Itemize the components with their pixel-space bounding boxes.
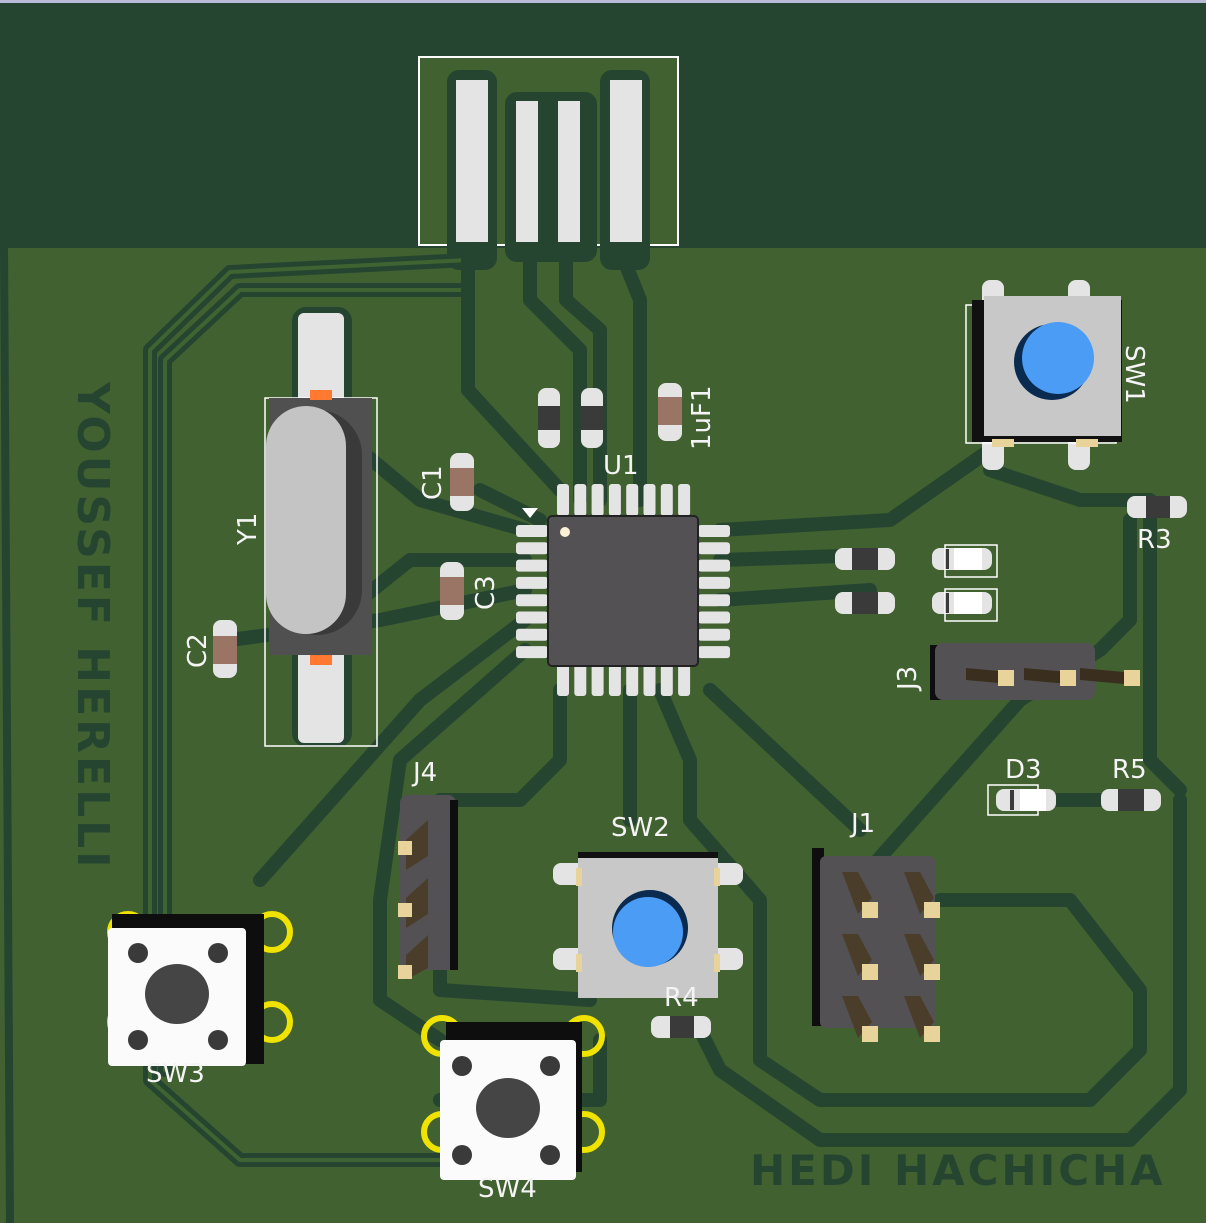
ic-pin [626,664,639,696]
ic-pin [698,559,730,572]
ic-pin [574,484,587,516]
sw4-cap[interactable] [476,1078,540,1138]
label-1uf1: 1uF1 [687,385,717,450]
led-b[interactable] [932,588,998,622]
sw1-cap[interactable] [1022,322,1094,394]
ic-pin [660,484,673,516]
label-j1: J1 [849,809,875,839]
button-sw1[interactable] [965,280,1122,470]
capacitor-c1[interactable] [450,453,474,511]
ic-pin [698,628,730,641]
ic-pin [516,525,548,537]
usb-pad [456,80,488,242]
header-pin [862,964,878,980]
led-a[interactable] [932,544,998,578]
label-c1: C1 [418,465,448,500]
ic-pin [626,484,639,516]
crystal-y1[interactable] [264,307,378,747]
header-j4[interactable] [398,795,458,980]
ic-pin [608,484,621,516]
button-sw3[interactable] [107,911,293,1066]
header-j1[interactable] [812,848,940,1042]
ic-pin [608,664,621,696]
microcontroller-u1[interactable] [516,484,730,696]
ic-pin [516,576,548,589]
label-y1: Y1 [233,513,263,546]
ic-pin [660,664,673,696]
resistor-r4[interactable] [651,1016,711,1038]
label-c3: C3 [471,575,501,610]
ic-pin [678,664,691,696]
resistor-led-a[interactable] [835,548,895,570]
ic-pin [557,664,569,696]
ic-pin [698,611,730,624]
label-sw3: SW3 [146,1059,205,1089]
capacitor-c3[interactable] [440,562,464,620]
ic-pin [516,559,548,572]
button-sw2[interactable] [553,852,743,998]
capacitor-c2[interactable] [213,620,237,678]
ic-pin [698,646,730,659]
button-sw4[interactable] [421,1015,605,1180]
ic-pin [516,611,548,624]
header-j3[interactable] [930,643,1140,700]
resistor-r5[interactable] [1101,789,1161,811]
label-j3: J3 [893,666,923,692]
ic-pin [698,576,730,589]
header-pin [924,1026,940,1042]
ic-pin [557,484,569,516]
pin1-dot [560,527,570,537]
ic-pin [591,664,604,696]
usb-pad [610,80,642,242]
usb-pad [558,101,580,242]
ic-pin [591,484,604,516]
label-r4: R4 [664,983,699,1013]
ic-pin [516,646,548,659]
header-pin [862,1026,878,1042]
label-sw4: SW4 [478,1174,537,1204]
label-r5: R5 [1112,755,1147,785]
label-d3: D3 [1005,755,1042,785]
board-edge-left [0,247,14,1223]
label-sw1: SW1 [1119,345,1149,404]
copper-traces [143,243,1187,1167]
ic-pin [643,664,656,696]
label-u1: U1 [603,451,639,481]
designer-name-left: YOUSSEF HERELLI [67,381,118,871]
usb-pad [516,101,538,242]
designer-name-bottom: HEDI HACHICHA [750,1146,1166,1195]
header-pin [924,964,940,980]
label-j4: J4 [411,758,437,788]
header-pin [924,902,940,918]
pin1-marker [522,508,538,518]
sw3-cap[interactable] [145,964,209,1024]
label-r3: R3 [1137,525,1172,555]
resistor-r3[interactable] [1127,496,1187,518]
label-c2: C2 [183,633,213,668]
resistor-usb-a[interactable] [538,388,560,448]
ic-pin [516,628,548,641]
ic-pin [643,484,656,516]
board-top-border [0,0,1206,3]
resistor-usb-b[interactable] [581,388,603,448]
resistor-led-b[interactable] [835,592,895,614]
ic-pin [698,594,730,607]
ic-pin [574,664,587,696]
header-pin [862,902,878,918]
ic-body [547,515,699,667]
ic-pin [516,594,548,607]
ic-pin [698,525,730,537]
usb-connector [418,56,679,270]
sw2-cap[interactable] [613,897,683,967]
ic-pin [516,542,548,555]
led-d3[interactable] [987,784,1056,816]
ic-pin [678,484,691,516]
capacitor-1uf1[interactable] [658,383,682,441]
ic-pin [698,542,730,555]
label-sw2: SW2 [611,813,670,843]
